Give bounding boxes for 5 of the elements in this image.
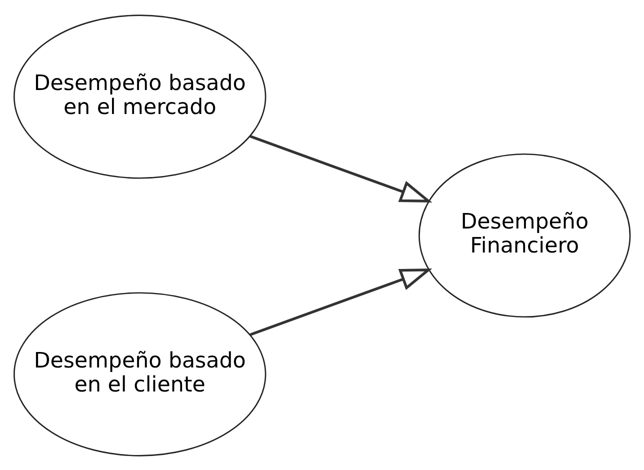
node-ellipse: Desempeño Financiero xyxy=(418,152,631,318)
node-ellipse: Desempeño basado en el cliente xyxy=(14,292,266,456)
node-ellipse: Desempeño basado en el mercado xyxy=(14,14,266,178)
arrow xyxy=(250,134,432,202)
arrow xyxy=(250,268,432,336)
